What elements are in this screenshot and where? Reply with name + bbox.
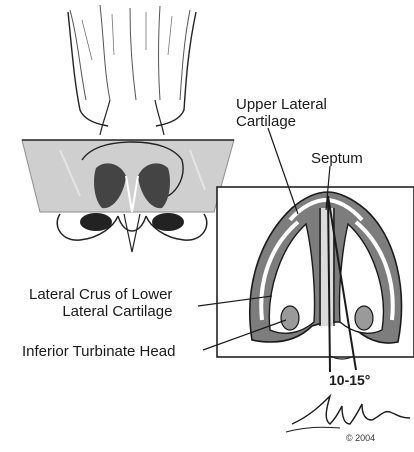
label-lateral-crus: Lateral Crus of Lower Lateral Cartilage (29, 286, 172, 320)
copyright-text: © 2004 (346, 433, 375, 443)
artist-signature (286, 396, 410, 432)
nose-upper-view (22, 5, 234, 252)
label-angle: 10-15° (329, 372, 370, 389)
label-upper-lateral-cartilage: Upper Lateral Cartilage (236, 96, 327, 130)
label-septum: Septum (311, 150, 363, 167)
label-inferior-turbinate: Inferior Turbinate Head (22, 343, 175, 360)
cross-section-diagram (217, 187, 414, 372)
